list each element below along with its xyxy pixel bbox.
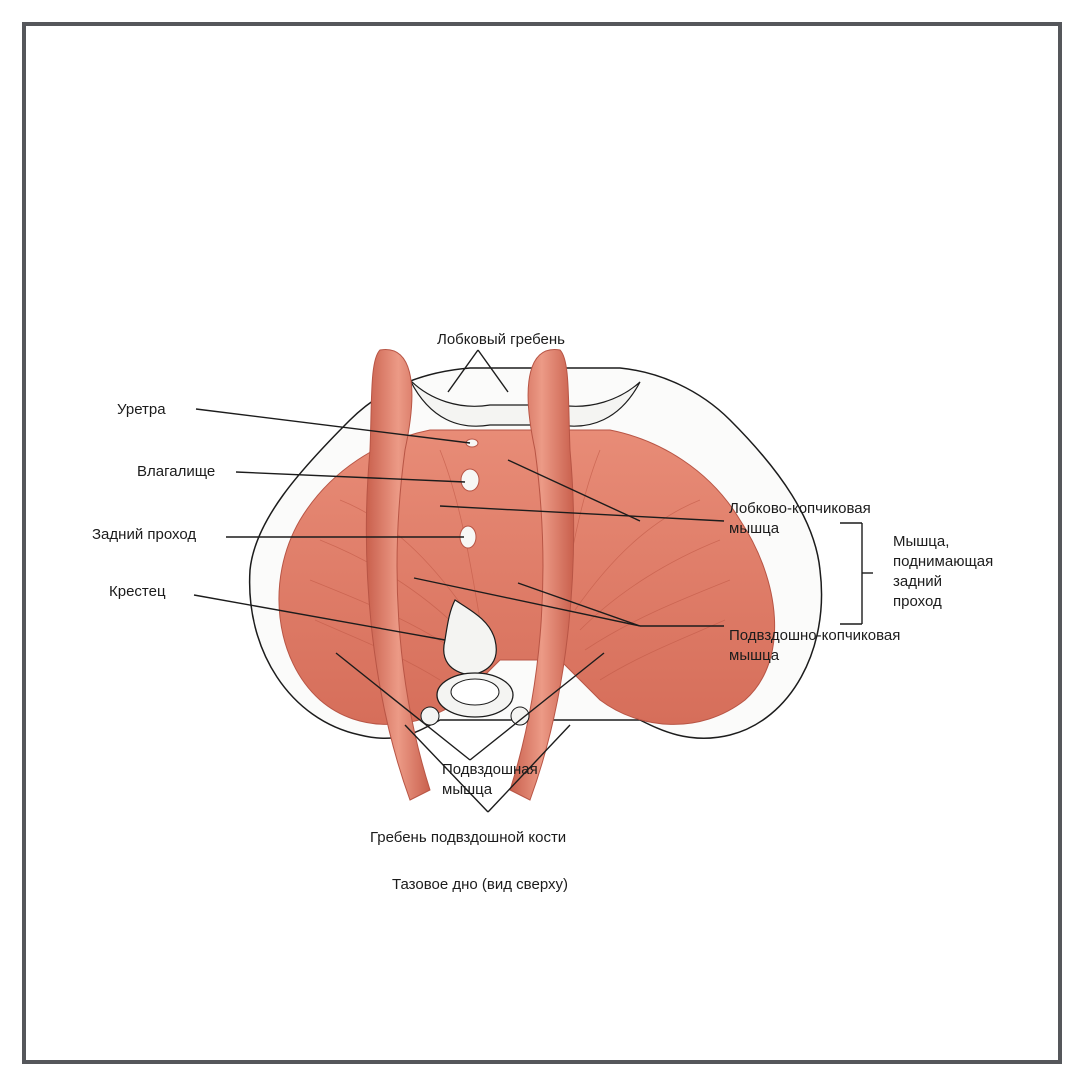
label-levator-ani: Мышца, поднимающая задний проход — [893, 533, 994, 610]
levator-ani-muscle — [278, 429, 776, 725]
label-iliococcygeus: Подвздошно-копчиковая мышца — [729, 627, 901, 664]
pubic-bone — [409, 379, 641, 427]
label-anus: Задний проход — [92, 526, 197, 543]
left-psoas-muscle — [365, 349, 431, 801]
label-pubic-crest: Лобковый гребень — [437, 331, 565, 348]
right-psoas-muscle — [509, 349, 575, 801]
label-sacrum: Крестец — [109, 583, 166, 600]
right-iliac-joint — [510, 706, 530, 726]
label-vagina: Влагалище — [137, 463, 216, 480]
left-iliac-joint — [420, 706, 440, 726]
vagina-opening — [460, 468, 480, 492]
vertebra-body — [450, 678, 500, 706]
label-iliacus: Подвздошная мышца — [442, 761, 538, 798]
label-pubococcygeus: Лобково-копчиковая мышца — [729, 500, 871, 537]
label-urethra: Уретра — [117, 401, 166, 418]
leader-lines — [193, 349, 873, 813]
diagram-caption: Тазовое дно (вид сверху) — [392, 876, 568, 893]
label-iliac-crest: Гребень подвздошной кости — [370, 829, 567, 846]
